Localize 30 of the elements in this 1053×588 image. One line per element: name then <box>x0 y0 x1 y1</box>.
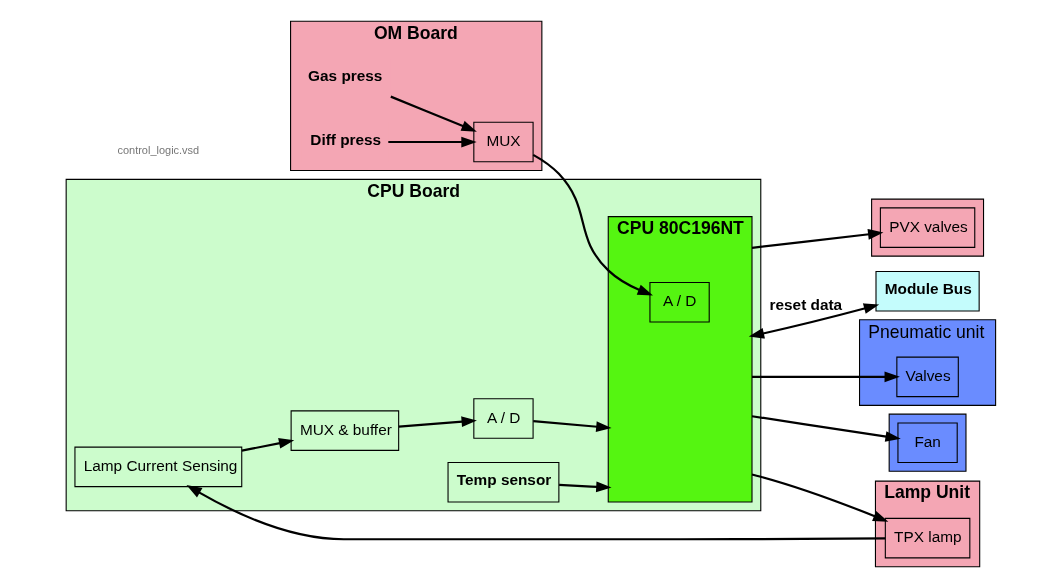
node-box: A / D <box>649 281 710 323</box>
label: control_logic.vsd <box>117 143 200 156</box>
arrow <box>388 136 477 148</box>
arrow <box>751 229 884 249</box>
node-box: Valves <box>896 356 959 398</box>
arrow <box>390 95 477 132</box>
arrow <box>751 415 901 442</box>
node-box: Fan <box>897 422 958 463</box>
node-box: A / D <box>473 398 534 439</box>
arrow <box>398 416 477 428</box>
node-box: PVX valves <box>879 207 976 248</box>
arrow <box>559 481 612 493</box>
arrow <box>748 303 880 339</box>
node-box: Module Bus <box>875 270 980 312</box>
node-box: Lamp Current Sensing <box>74 446 243 488</box>
arrow <box>751 473 889 522</box>
arrow <box>186 484 886 541</box>
arrow <box>533 420 612 432</box>
node-box: MUX & buffer <box>290 410 400 451</box>
edge-label: reset data <box>769 296 843 314</box>
node-text: Diff press <box>310 130 382 148</box>
node-text: Gas press <box>308 67 383 85</box>
node-box: MUX <box>473 121 534 163</box>
arrow <box>532 153 653 296</box>
arrow <box>241 438 295 452</box>
node-box: Temp sensor <box>447 461 560 503</box>
cluster <box>871 198 985 257</box>
node-box: TPX lamp <box>884 517 971 559</box>
cluster <box>888 413 967 472</box>
arrow <box>752 371 900 383</box>
